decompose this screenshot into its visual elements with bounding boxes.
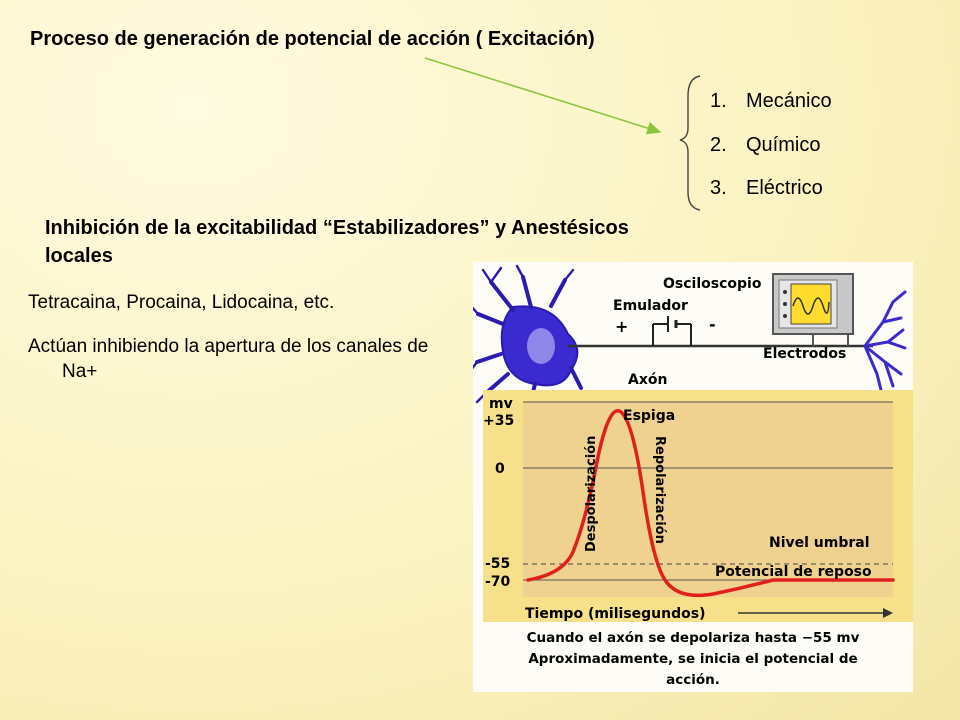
list-label: Químico: [746, 134, 821, 156]
minus-sign: -: [709, 315, 716, 334]
oscilloscope-label: Osciloscopio: [663, 276, 762, 292]
repolarization-label: Repolarización: [652, 436, 667, 544]
resting-label: Potencial de reposo: [715, 564, 872, 580]
spike-label: Espiga: [623, 408, 675, 424]
emulator-battery: [652, 316, 692, 346]
neuron-illustration: [473, 264, 583, 424]
list-brace: [679, 75, 701, 211]
list-label: Mecánico: [746, 90, 832, 112]
tick-label-m55: -55: [485, 556, 510, 572]
list-number: 1.: [710, 90, 727, 112]
depolarization-label: Despolarización: [584, 436, 599, 552]
list-label: Eléctrico: [746, 177, 823, 199]
caption-line-3: acción.: [666, 672, 720, 688]
threshold-label: Nivel umbral: [769, 535, 870, 551]
action-potential-trace: [526, 409, 895, 598]
caption-line-1: Cuando el axón se depolariza hasta −55 m…: [527, 630, 860, 646]
time-arrowhead: [883, 608, 893, 618]
electrodes-label: Electrodos: [763, 346, 846, 362]
list-item-3: 3. Eléctrico: [710, 177, 823, 200]
list-number: 2.: [710, 134, 727, 156]
list-item-1: 1. Mecánico: [710, 90, 832, 113]
plus-sign: +: [615, 317, 628, 336]
drugs-text: Tetracaina, Procaina, Lidocaina, etc.: [28, 292, 335, 313]
list-item-2: 2. Químico: [710, 134, 820, 157]
slide-title: Proceso de generación de potencial de ac…: [30, 28, 595, 50]
time-axis-label: Tiempo (milisegundos): [525, 606, 705, 622]
axon-terminal: [863, 290, 907, 392]
list-number: 3.: [710, 177, 727, 199]
mechanism-text: Actúan inhibiendo la apertura de los can…: [28, 336, 429, 382]
action-potential-figure: Osciloscopio Emulador + - Electrodos Axó…: [473, 262, 913, 692]
figure-svg: Osciloscopio Emulador + - Electrodos Axó…: [473, 264, 913, 688]
caption-line-2: Aproximadamente, se inicia el potencial …: [528, 651, 857, 667]
inhibition-heading: Inhibición de la excitabilidad “Estabili…: [45, 217, 629, 267]
tick-label-0: 0: [495, 461, 505, 477]
axon-label: Axón: [628, 372, 667, 388]
oscilloscope-icon: [772, 273, 854, 346]
emulator-label: Emulador: [613, 298, 688, 314]
unit-label: mv: [489, 396, 513, 412]
tick-label-35: +35: [483, 413, 514, 429]
tick-label-m70: -70: [485, 574, 511, 590]
